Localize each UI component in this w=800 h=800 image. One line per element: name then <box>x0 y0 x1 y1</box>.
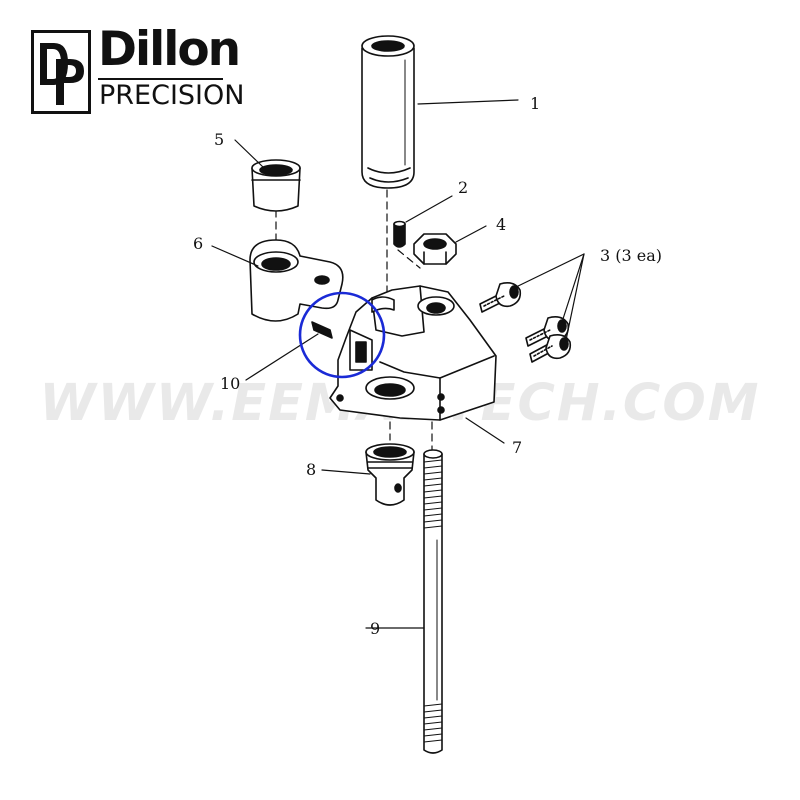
part-4-hex-nut <box>413 233 457 265</box>
part-7-main-block <box>329 285 497 421</box>
logo-subtitle: PRECISION <box>99 80 245 111</box>
leader-lines <box>211 99 585 629</box>
part-1-sleeve <box>361 35 415 189</box>
callout-7: 7 <box>512 438 523 457</box>
highlight-circle <box>298 291 386 379</box>
dillon-monogram-logo <box>31 30 91 114</box>
part-3-cap-screws <box>479 282 572 363</box>
logo-divider <box>98 78 223 80</box>
callout-10: 10 <box>220 374 241 393</box>
callout-5: 5 <box>214 130 225 149</box>
part-9-threaded-rod <box>423 449 443 754</box>
logo-wordmark: Dillon <box>98 22 241 77</box>
callout-6: 6 <box>193 234 204 253</box>
part-10-set-screw <box>311 321 333 339</box>
callout-9: 9 <box>370 619 381 638</box>
callout-8: 8 <box>306 460 317 479</box>
callout-1: 1 <box>530 94 541 113</box>
part-6-clamp-arm <box>249 239 344 322</box>
callout-2: 2 <box>458 178 469 197</box>
part-8-threaded-bushing <box>365 443 415 506</box>
callout-3: 3 (3 ea) <box>600 246 663 265</box>
callout-4: 4 <box>496 215 507 234</box>
part-2-set-screw <box>393 220 406 248</box>
part-5-bushing <box>251 159 301 212</box>
